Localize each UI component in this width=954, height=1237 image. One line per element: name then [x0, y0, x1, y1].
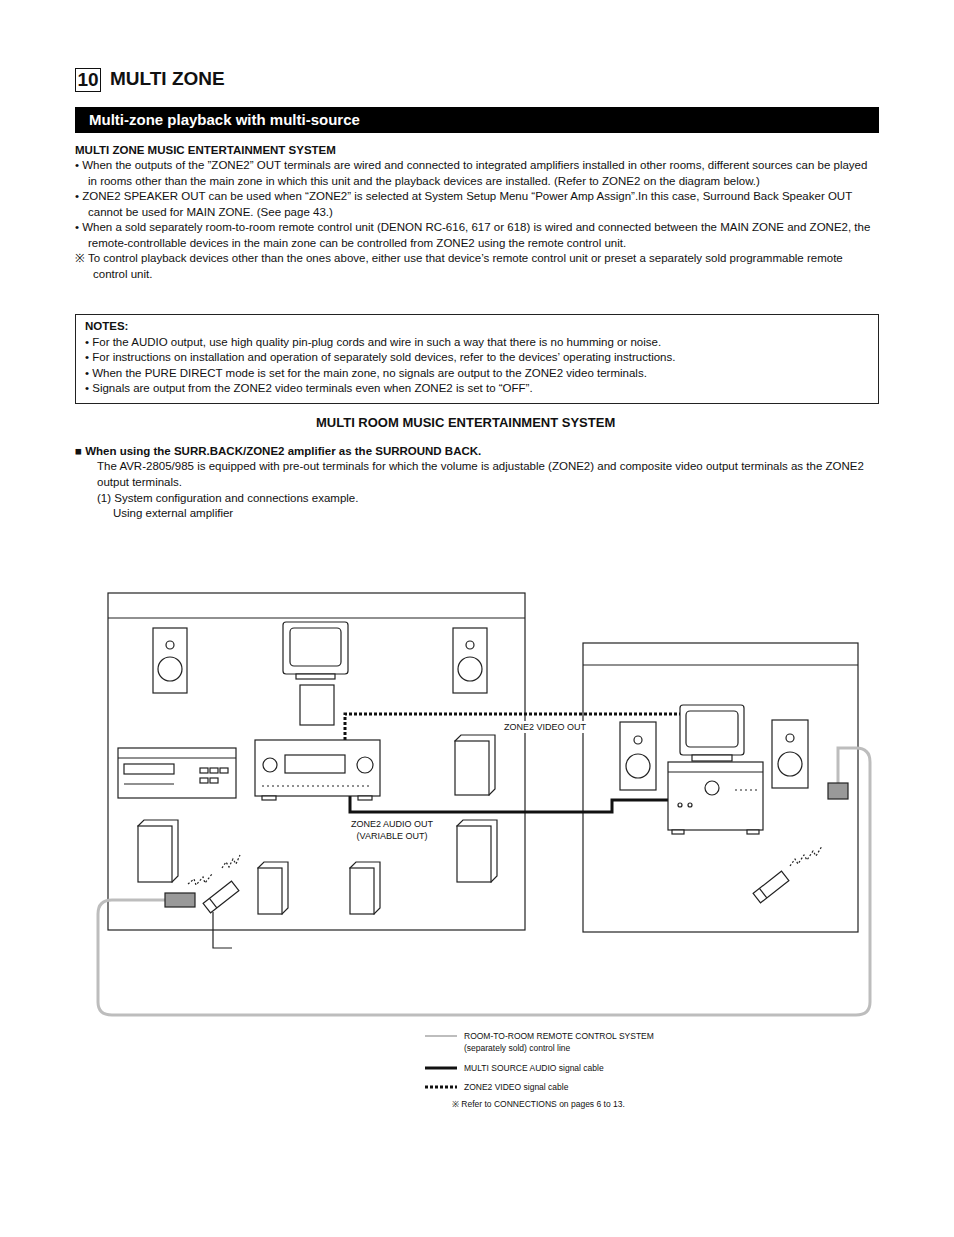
ir-signal: [222, 855, 240, 868]
note-item: • Signals are output from the ZONE2 vide…: [85, 381, 869, 397]
remote-control: [203, 881, 239, 913]
body-text: Using external amplifier: [113, 506, 233, 522]
legend-line-sample: [425, 1035, 457, 1037]
surround-speaker: [455, 735, 495, 795]
av-receiver: [255, 740, 380, 800]
surround-speaker: [457, 820, 497, 882]
bullet-text: • When the outputs of the ”ZONE2” OUT te…: [75, 158, 879, 189]
page-title: MULTI ZONE: [110, 67, 225, 91]
body-text: (1) System configuration and connections…: [97, 491, 358, 507]
subsection-heading: ■ When using the SURR.BACK/ZONE2 amplifi…: [75, 444, 481, 460]
diagram-heading: MULTI ROOM MUSIC ENTERTAINMENT SYSTEM: [316, 415, 615, 431]
zone2-television: [680, 705, 744, 761]
room-header-line: [108, 617, 525, 618]
zone2-room-outline: [583, 643, 858, 932]
remote-control: [753, 871, 789, 903]
legend-text: ZONE2 VIDEO signal cable: [464, 1081, 568, 1093]
television: [283, 622, 348, 679]
remote-sensor: [165, 893, 195, 907]
room-header-line: [583, 664, 858, 665]
front-speaker: [153, 628, 187, 693]
ir-signal: [790, 846, 822, 866]
note-item: • For the AUDIO output, use high quality…: [85, 335, 869, 351]
node-text: 10: [76, 69, 100, 90]
note-text: ※ To control playback devices other than…: [75, 251, 879, 282]
node-text: Multi-zone playback with multi-source: [89, 111, 865, 129]
surround-speaker: [138, 820, 178, 882]
zone2-speaker: [620, 722, 656, 790]
legend-text: MULTI SOURCE AUDIO signal cable: [464, 1062, 604, 1074]
section-band: Multi-zone playback with multi-source: [75, 107, 879, 133]
section-number-box: 10: [75, 68, 101, 92]
zone2-speaker: [772, 720, 808, 788]
section-subheading: MULTI ZONE MUSIC ENTERTAINMENT SYSTEM: [75, 143, 336, 159]
legend-text: ROOM-TO-ROOM REMOTE CONTROL SYSTEM (sepa…: [464, 1030, 679, 1054]
audio-cable: [350, 796, 668, 812]
notes-box: NOTES:• For the AUDIO output, use high q…: [75, 314, 879, 404]
legend-line-sample: [425, 1067, 457, 1070]
ir-signal: [188, 874, 212, 885]
cd-player: [118, 748, 236, 798]
center-speaker: [300, 685, 334, 725]
surround-back-speaker: [258, 862, 288, 914]
legend-line-sample: [425, 1086, 457, 1089]
bullet-text: • ZONE2 SPEAKER OUT can be used when “ZO…: [75, 189, 879, 220]
terminal-label: ZONE2 VIDEO OUT: [502, 721, 588, 733]
surround-back-speaker: [350, 862, 380, 914]
terminal-label: ZONE2 AUDIO OUT (VARIABLE OUT): [338, 818, 446, 842]
note-item: • When the PURE DIRECT mode is set for t…: [85, 366, 869, 382]
notes-heading: NOTES:: [85, 319, 869, 335]
body-text: The AVR-2805/985 is equipped with pre-ou…: [97, 459, 879, 490]
note-item: • For instructions on installation and o…: [85, 350, 869, 366]
bullet-text: • When a sold separately room-to-room re…: [75, 220, 879, 251]
leader-line: [213, 912, 232, 948]
remote-sensor: [828, 783, 848, 799]
integrated-amplifier: [668, 762, 763, 834]
footnote: ※ Refer to CONNECTIONS on pages 6 to 13.: [452, 1098, 625, 1110]
main-room-outline: [108, 593, 525, 930]
front-speaker: [453, 628, 487, 693]
